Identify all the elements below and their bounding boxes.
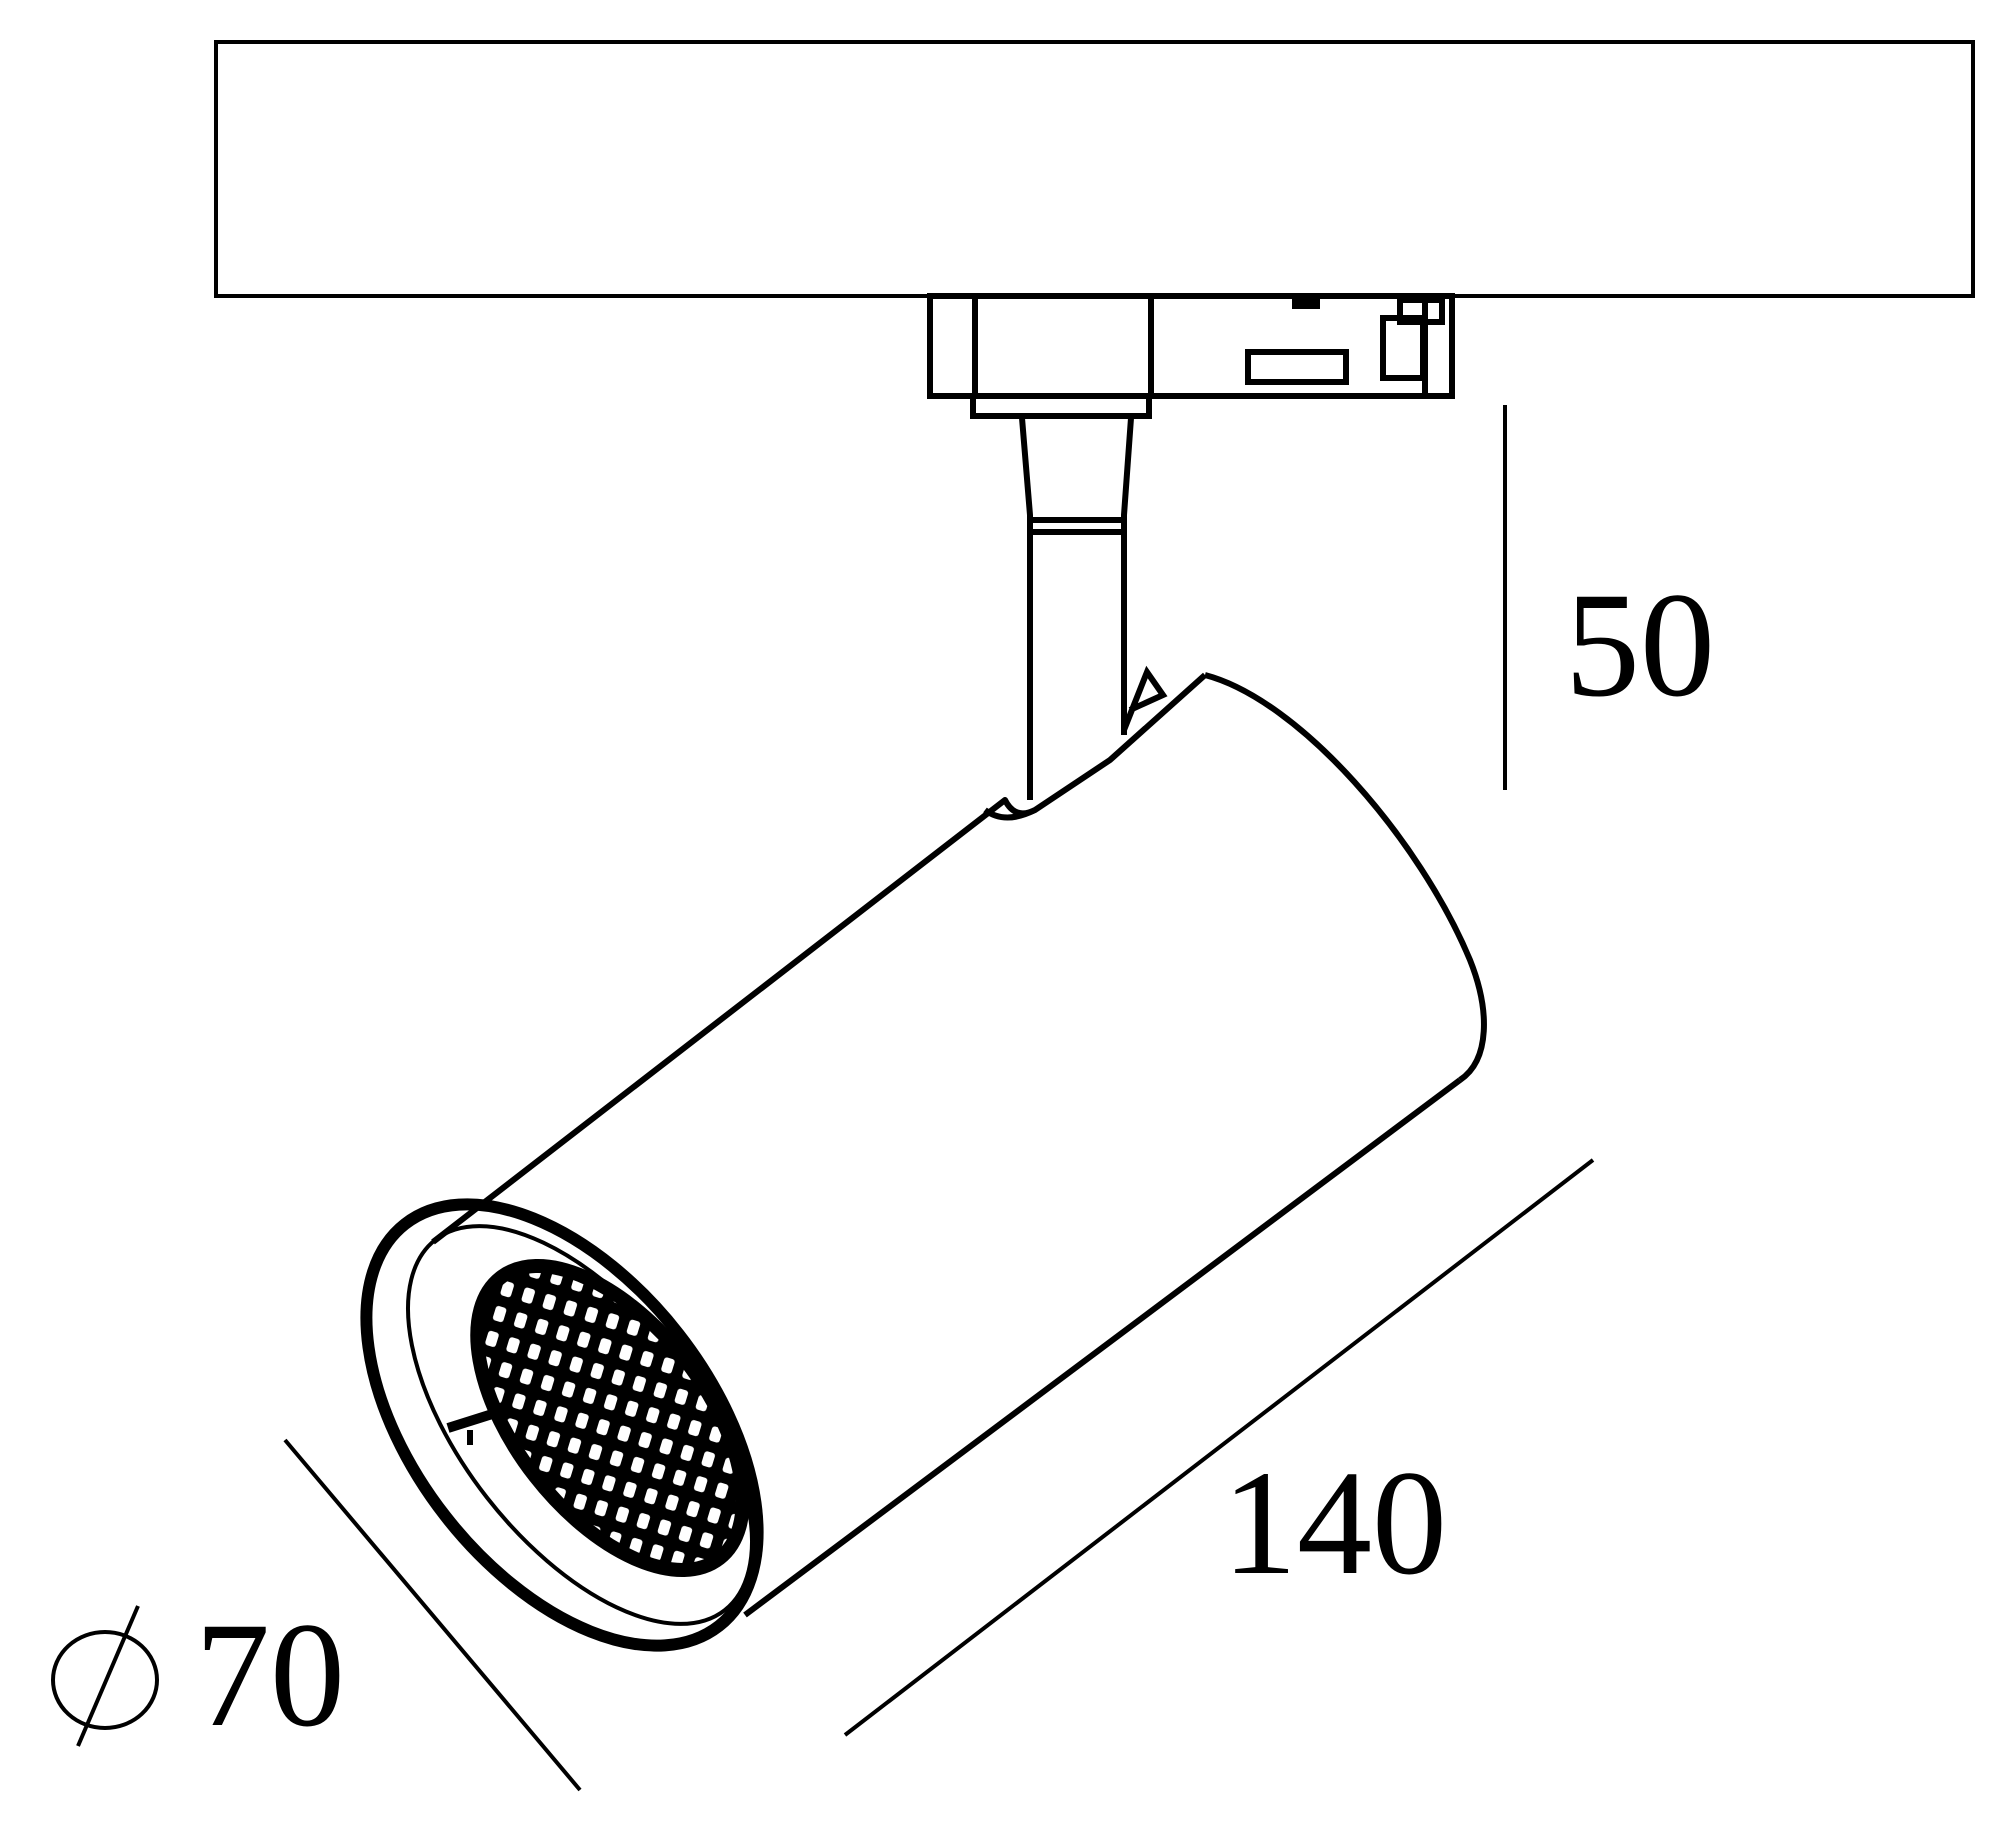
dimension-length-value: 140 (1222, 1440, 1447, 1606)
track-rail (214, 40, 1975, 298)
dimension-diameter-label: 70 (50, 1600, 345, 1750)
dimension-diameter-value: 70 (195, 1592, 345, 1758)
dimension-height-label: 50 (1565, 570, 1715, 720)
track-adapter (927, 293, 1455, 419)
dim-line-length (843, 1158, 1595, 1737)
diameter-symbol-icon (50, 1600, 165, 1750)
dim-line-diameter (283, 1438, 582, 1792)
dimension-length-label: 140 (1222, 1448, 1447, 1598)
honeycomb-louvre (470, 1259, 750, 1577)
lamp-body (431, 672, 1487, 1618)
stem (1019, 417, 1168, 800)
dimension-lines (283, 405, 1595, 1792)
dimension-height-value: 50 (1565, 562, 1715, 728)
